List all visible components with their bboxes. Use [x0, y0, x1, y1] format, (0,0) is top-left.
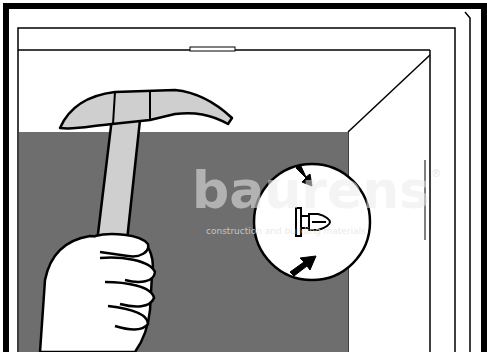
- ceiling-corner: [348, 55, 430, 132]
- watermark-mark: ®: [431, 168, 441, 179]
- door-frame: [18, 28, 455, 352]
- outer-frame: [6, 6, 484, 352]
- press-arrow: [290, 256, 316, 276]
- hand: [40, 234, 155, 352]
- watermark-tagline: construction and building materials: [206, 226, 366, 236]
- watermark-logo: baurens: [192, 160, 430, 220]
- frame-edge: [465, 12, 470, 352]
- ceiling-mark: [190, 47, 235, 51]
